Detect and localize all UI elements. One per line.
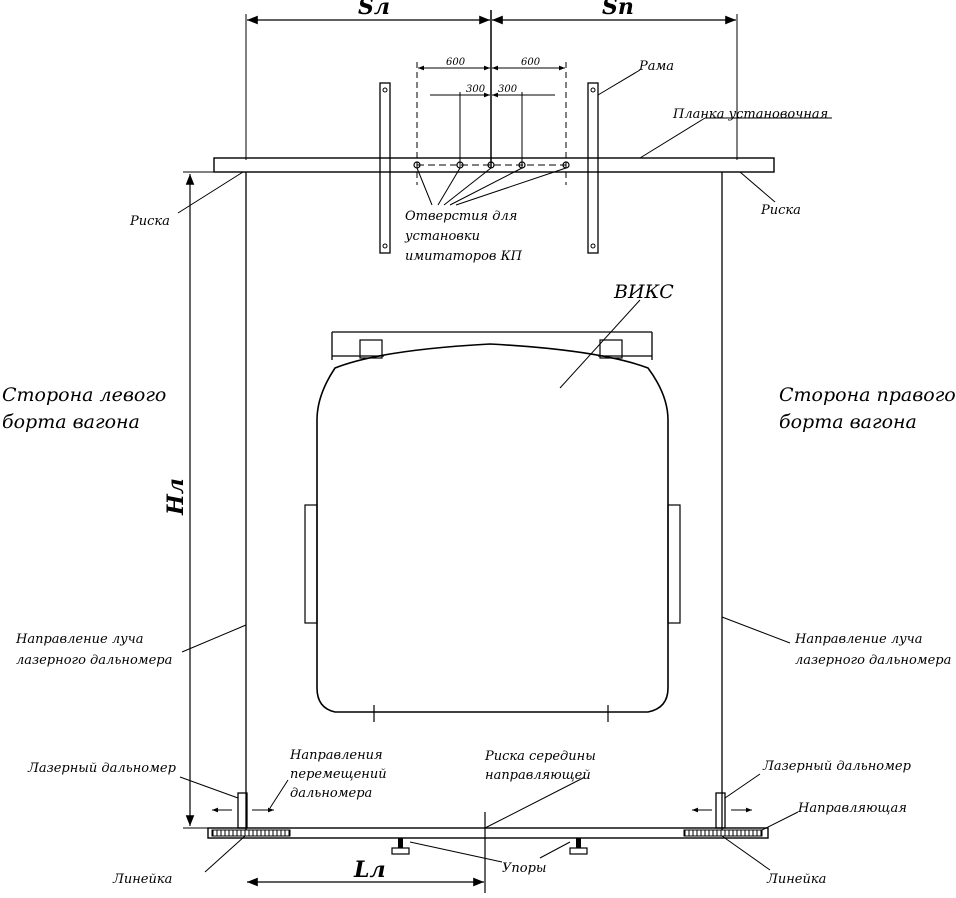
beam-right-label-line2: лазерного дальномера	[795, 653, 951, 668]
frame-post-left-hole-top	[382, 87, 388, 93]
center-mark-label-line1: Риска середины	[484, 749, 596, 764]
viks-unit: ВИКС	[304, 281, 681, 722]
rangefinder-right-label: Лазерный дальномер	[762, 759, 912, 774]
guide-rail-bar	[207, 827, 769, 839]
frame-post-left-hole-bottom	[382, 243, 388, 249]
left-side-label-line2: борта вагона	[2, 411, 140, 433]
dim-600-left-label: 600	[446, 57, 466, 68]
stops-label: Упоры	[502, 861, 547, 876]
mark-right-leader	[739, 171, 776, 203]
stop-right-foot	[569, 847, 588, 855]
move-dir-label-line1: Направления	[289, 748, 383, 763]
viks-side-plate-left	[304, 504, 318, 624]
ruler-right-label: Линейка	[766, 872, 826, 887]
dim-300-left-label: 300	[466, 84, 486, 95]
mark-left-label: Риска	[129, 214, 170, 229]
laser-beams	[245, 172, 723, 830]
plate-leader-line	[639, 117, 706, 159]
holes-leaders: Отверстия для установки имитаторов КП	[404, 167, 567, 264]
holes-label-line2: установки	[404, 229, 480, 244]
guide-leader	[761, 811, 799, 831]
viks-body	[316, 343, 669, 713]
right-side-label-line1: Сторона правого	[779, 384, 956, 406]
guide-rail: Направляющая	[207, 801, 907, 893]
dim-600-right-label: 600	[521, 57, 541, 68]
center-mark: Риска середины направляющей	[484, 749, 596, 829]
stop-left-post	[398, 838, 403, 848]
stops-leader-right	[539, 841, 571, 859]
height-dimension: Нл	[163, 171, 246, 829]
viks-side-plate-right	[667, 504, 681, 624]
right-side-label-line2: борта вагона	[779, 411, 917, 433]
guide-label: Направляющая	[797, 801, 907, 816]
plate-marks: Риска Риска	[129, 171, 801, 229]
rangefinder-left-label: Лазерный дальномер	[27, 761, 177, 776]
ruler-left-label: Линейка	[112, 872, 172, 887]
move-dir-label-line3: дальномера	[290, 786, 372, 801]
rangefinder-right	[715, 792, 726, 829]
rangefinder-left	[237, 792, 248, 829]
s-right-label: Sп	[602, 0, 634, 20]
mounting-plate: Планка установочная	[213, 107, 832, 173]
rangefinder-right-leader	[724, 773, 761, 799]
viks-bracket-right	[599, 339, 623, 359]
mark-right-label: Риска	[760, 203, 801, 218]
dim-300-right-label: 300	[498, 84, 518, 95]
hole-spacing-dimensions: 600 600 300 300	[416, 57, 567, 185]
frame-post-left	[379, 82, 391, 254]
l-left-label: Lл	[353, 857, 386, 883]
holes-label-line3: имитаторов КП	[405, 249, 523, 264]
stop-left-foot	[391, 847, 410, 855]
ruler-right-leader	[721, 835, 771, 871]
holes-label-line1: Отверстия для	[405, 209, 517, 224]
mounting-plate-label: Планка установочная	[672, 107, 828, 122]
l-left-dimension: Lл	[247, 857, 484, 887]
viks-leader	[559, 299, 641, 389]
frame-posts: Рама	[379, 59, 674, 254]
mounting-plate-bar	[213, 157, 775, 173]
rangefinder-left-leader	[179, 776, 239, 799]
beam-left-label-line1: Направление луча	[15, 632, 144, 647]
mark-left-leader	[177, 171, 244, 214]
frame-label: Рама	[638, 59, 674, 74]
center-mark-label-line2: направляющей	[485, 768, 591, 783]
stops-leader-left	[409, 841, 503, 863]
ruler-right	[683, 829, 763, 837]
frame-leader-line	[597, 69, 641, 96]
s-left-label: Sл	[358, 0, 390, 20]
top-dimension-group: Sл Sп	[245, 0, 738, 168]
frame-post-right-hole-bottom	[590, 243, 596, 249]
rangefinder-right-group: Лазерный дальномер	[692, 759, 912, 829]
rangefinder-left-group: Лазерный дальномер Направления перемещен…	[27, 748, 387, 829]
beam-right-label-line1: Направление луча	[794, 632, 923, 647]
beam-left-label-line2: лазерного дальномера	[16, 653, 172, 668]
center-mark-leader	[484, 776, 586, 829]
ruler-left-leader	[204, 835, 246, 873]
viks-label: ВИКС	[613, 281, 674, 303]
move-dir-leader	[269, 779, 289, 809]
beam-left-leader	[181, 624, 247, 653]
frame-post-right	[587, 82, 599, 254]
h-left-label: Нл	[163, 478, 189, 516]
stop-right-post	[576, 838, 581, 848]
stops: Упоры	[391, 838, 588, 876]
frame-post-right-hole-top	[590, 87, 596, 93]
move-dir-label-line2: перемещений	[290, 767, 387, 782]
left-side-label-line1: Сторона левого	[2, 384, 166, 406]
beam-labels: Направление луча лазерного дальномера На…	[15, 616, 951, 668]
beam-right-leader	[721, 616, 791, 644]
ruler-left	[211, 829, 291, 837]
